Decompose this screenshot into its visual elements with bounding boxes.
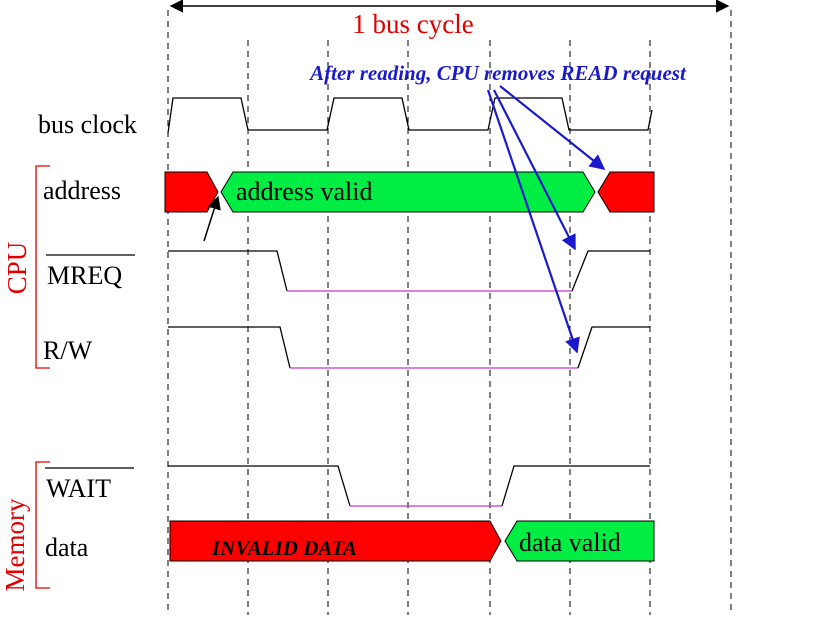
signal-label-rw: R/W (43, 336, 93, 365)
data-valid-label: data valid (519, 528, 621, 557)
mreq-waveform-fall (168, 250, 288, 292)
data-valid-box (504, 520, 655, 562)
address-invalid-start-segment (164, 171, 219, 213)
signal-label-address: address (43, 176, 121, 205)
address-transition-pointer (203, 195, 221, 242)
invalid-data-label: INVALID DATA (211, 536, 357, 560)
signal-label-data: data (45, 533, 89, 562)
wait-waveform-rise (501, 465, 650, 507)
rw-waveform-rise (577, 326, 650, 369)
memory-group-label: Memory (0, 498, 30, 591)
bus-clock-waveform (167, 97, 653, 134)
signal-label-mreq: MREQ (47, 261, 122, 290)
annotation-text: After reading, CPU removes READ request (308, 61, 687, 85)
mreq-waveform-rise (571, 250, 650, 292)
address-valid-box (220, 171, 596, 213)
address-invalid-end-segment (597, 171, 655, 213)
cpu-bracket (35, 165, 50, 369)
arrow-to-address-end (499, 85, 606, 170)
annotation-arrows (486, 85, 606, 354)
cpu-group-label: CPU (2, 242, 32, 295)
signal-label-bus-clock: bus clock (38, 110, 137, 139)
arrow-to-rw-rise (486, 89, 580, 354)
bus-cycle-title: 1 bus cycle (352, 9, 473, 39)
address-valid-label: address valid (236, 177, 372, 206)
memory-bracket (35, 461, 50, 589)
rw-waveform-fall (168, 326, 291, 369)
arrow-to-mreq-rise (493, 89, 576, 251)
wait-waveform-fall (168, 465, 351, 507)
signal-label-wait: WAIT (46, 474, 111, 503)
invalid-data-box (169, 520, 502, 562)
